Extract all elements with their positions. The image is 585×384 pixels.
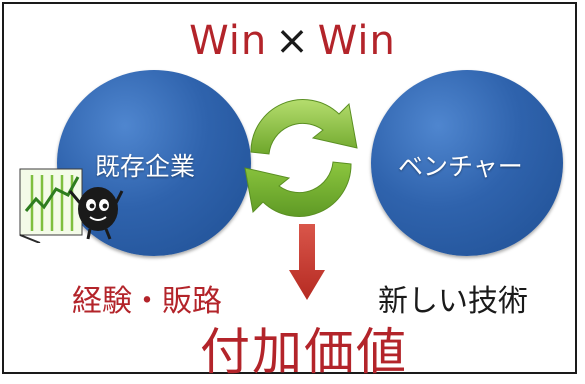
added-value-label: 付加価値 xyxy=(200,323,408,381)
venture-circle xyxy=(371,70,563,256)
mascot-with-chart-icon xyxy=(19,168,124,243)
existing-company-label: 既存企業 xyxy=(95,152,196,181)
title-win-right: Win xyxy=(317,18,396,64)
diagram-title: Win×Win xyxy=(0,18,585,64)
cycle-arrows-icon xyxy=(244,99,358,217)
experience-sales-channel-label: 経験・販路 xyxy=(72,284,222,319)
title-times: × xyxy=(275,18,310,64)
title-win-left: Win xyxy=(189,18,268,64)
new-technology-label: 新しい技術 xyxy=(378,284,528,319)
venture-label: ベンチャー xyxy=(398,152,523,181)
down-arrow-icon xyxy=(289,224,325,300)
